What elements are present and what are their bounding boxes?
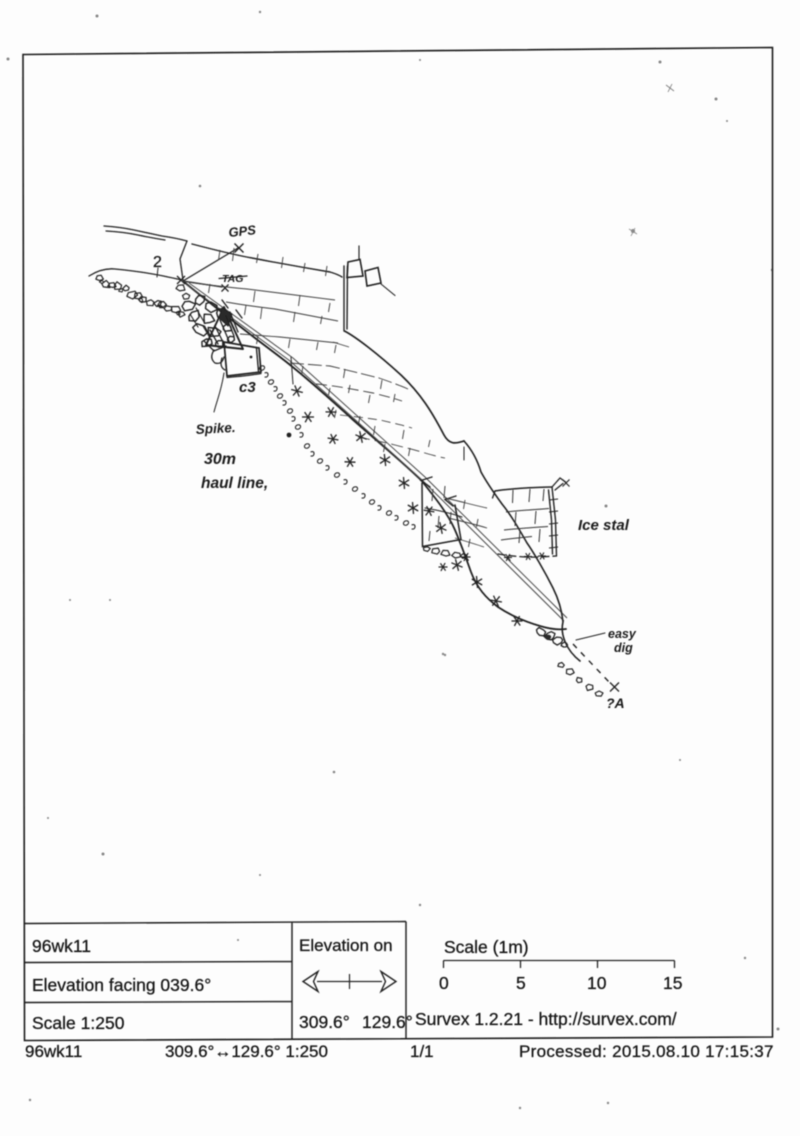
svg-text:Scale (1m): Scale (1m) (444, 937, 529, 957)
svg-text:haul line,: haul line, (201, 475, 268, 492)
svg-text:dig: dig (614, 641, 633, 655)
svg-text:309.6°↔129.6° 1:250: 309.6°↔129.6° 1:250 (165, 1042, 328, 1061)
svg-text:129.6°: 129.6° (362, 1012, 413, 1032)
svg-text:GPS: GPS (228, 222, 257, 240)
svg-text:Spike.: Spike. (195, 420, 236, 437)
svg-text:30m: 30m (204, 451, 236, 468)
svg-text:5: 5 (516, 973, 526, 993)
svg-text:1/1: 1/1 (410, 1042, 434, 1061)
svg-text:Elevation facing 039.6°: Elevation facing 039.6° (32, 975, 211, 995)
svg-text:Ice stal: Ice stal (578, 517, 630, 534)
svg-text:?A: ?A (606, 695, 625, 711)
svg-text:10: 10 (587, 973, 607, 993)
svg-text:Processed: 2015.08.10 17:15:37: Processed: 2015.08.10 17:15:37 (519, 1042, 774, 1061)
svg-text:Survex 1.2.21 - http://survex.: Survex 1.2.21 - http://survex.com/ (415, 1009, 677, 1029)
svg-text:309.6°: 309.6° (299, 1012, 350, 1032)
svg-text:c3: c3 (239, 379, 256, 396)
svg-text:96wk11: 96wk11 (25, 1042, 82, 1061)
svg-text:15: 15 (663, 973, 682, 993)
svg-text:96wk11: 96wk11 (32, 936, 91, 956)
svg-text:Elevation on: Elevation on (299, 936, 393, 955)
svg-text:easy: easy (608, 627, 637, 641)
svg-text:0: 0 (439, 973, 449, 993)
svg-text:TAG: TAG (222, 273, 243, 285)
svg-text:Scale 1:250: Scale 1:250 (32, 1013, 125, 1033)
svg-text:2: 2 (153, 254, 162, 271)
